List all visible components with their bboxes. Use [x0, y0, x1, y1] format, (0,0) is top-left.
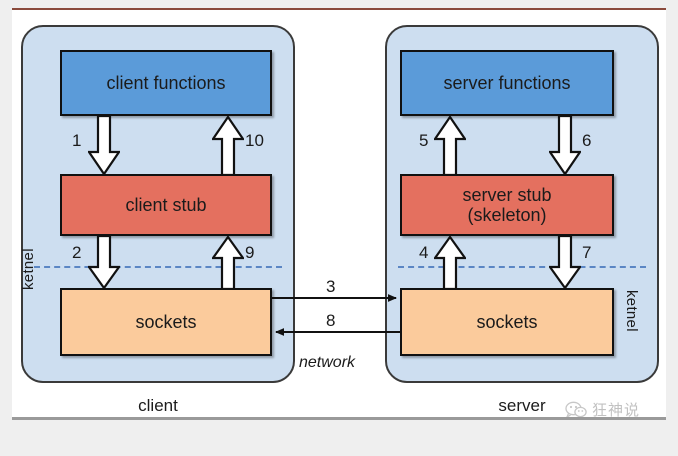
server-step-6-label: 6 — [582, 131, 592, 150]
network-label: network — [299, 354, 356, 371]
server-arrow-down-to-stub — [549, 116, 581, 176]
client-arrow-up-to-functions — [212, 116, 244, 176]
client-sockets-label: sockets — [135, 311, 197, 332]
server-sockets-box[interactable]: sockets — [400, 288, 614, 356]
client-caption: client — [138, 396, 178, 415]
client-stub-box[interactable]: client stub — [60, 174, 272, 236]
server-stub-label: server stub (skeleton) — [462, 185, 551, 225]
server-stub-label-line1: server stub — [462, 184, 552, 205]
client-stub-label: client stub — [125, 194, 207, 215]
client-arrow-up-to-stub — [212, 236, 244, 290]
client-kernel-label: ketnel — [20, 248, 37, 290]
watermark: 狂神说 — [565, 399, 640, 420]
server-stub-label-line2: (skeleton) — [467, 205, 547, 225]
watermark-text: 狂神说 — [592, 402, 641, 419]
client-step-1-label: 1 — [72, 131, 82, 150]
server-sockets-label: sockets — [476, 311, 538, 332]
server-step-5-label: 5 — [419, 131, 429, 150]
server-kernel-label: ketnel — [623, 290, 640, 332]
server-functions-label: server functions — [443, 72, 571, 93]
client-step-2-label: 2 — [72, 243, 82, 262]
server-step-7-label: 7 — [582, 243, 592, 262]
server-arrow-down-to-sockets — [549, 236, 581, 290]
client-arrow-down-to-sockets — [88, 236, 120, 290]
client-arrow-down-to-stub — [88, 116, 120, 176]
server-functions-box[interactable]: server functions — [400, 50, 614, 116]
server-arrow-up-to-stub — [434, 236, 466, 290]
network-step-8-label: 8 — [326, 311, 336, 330]
client-kernel-boundary-line — [34, 266, 282, 268]
client-functions-label: client functions — [106, 72, 226, 93]
server-kernel-boundary-line — [398, 266, 646, 268]
wechat-icon — [565, 401, 587, 418]
server-step-4-label: 4 — [419, 243, 429, 262]
client-step-10-label: 10 — [245, 131, 264, 150]
client-functions-box[interactable]: client functions — [60, 50, 272, 116]
client-step-9-label: 9 — [245, 243, 255, 262]
server-stub-box[interactable]: server stub (skeleton) — [400, 174, 614, 236]
client-sockets-box[interactable]: sockets — [60, 288, 272, 356]
server-arrow-up-to-functions — [434, 116, 466, 176]
server-caption: server — [498, 396, 546, 415]
network-step-3-label: 3 — [326, 277, 336, 296]
